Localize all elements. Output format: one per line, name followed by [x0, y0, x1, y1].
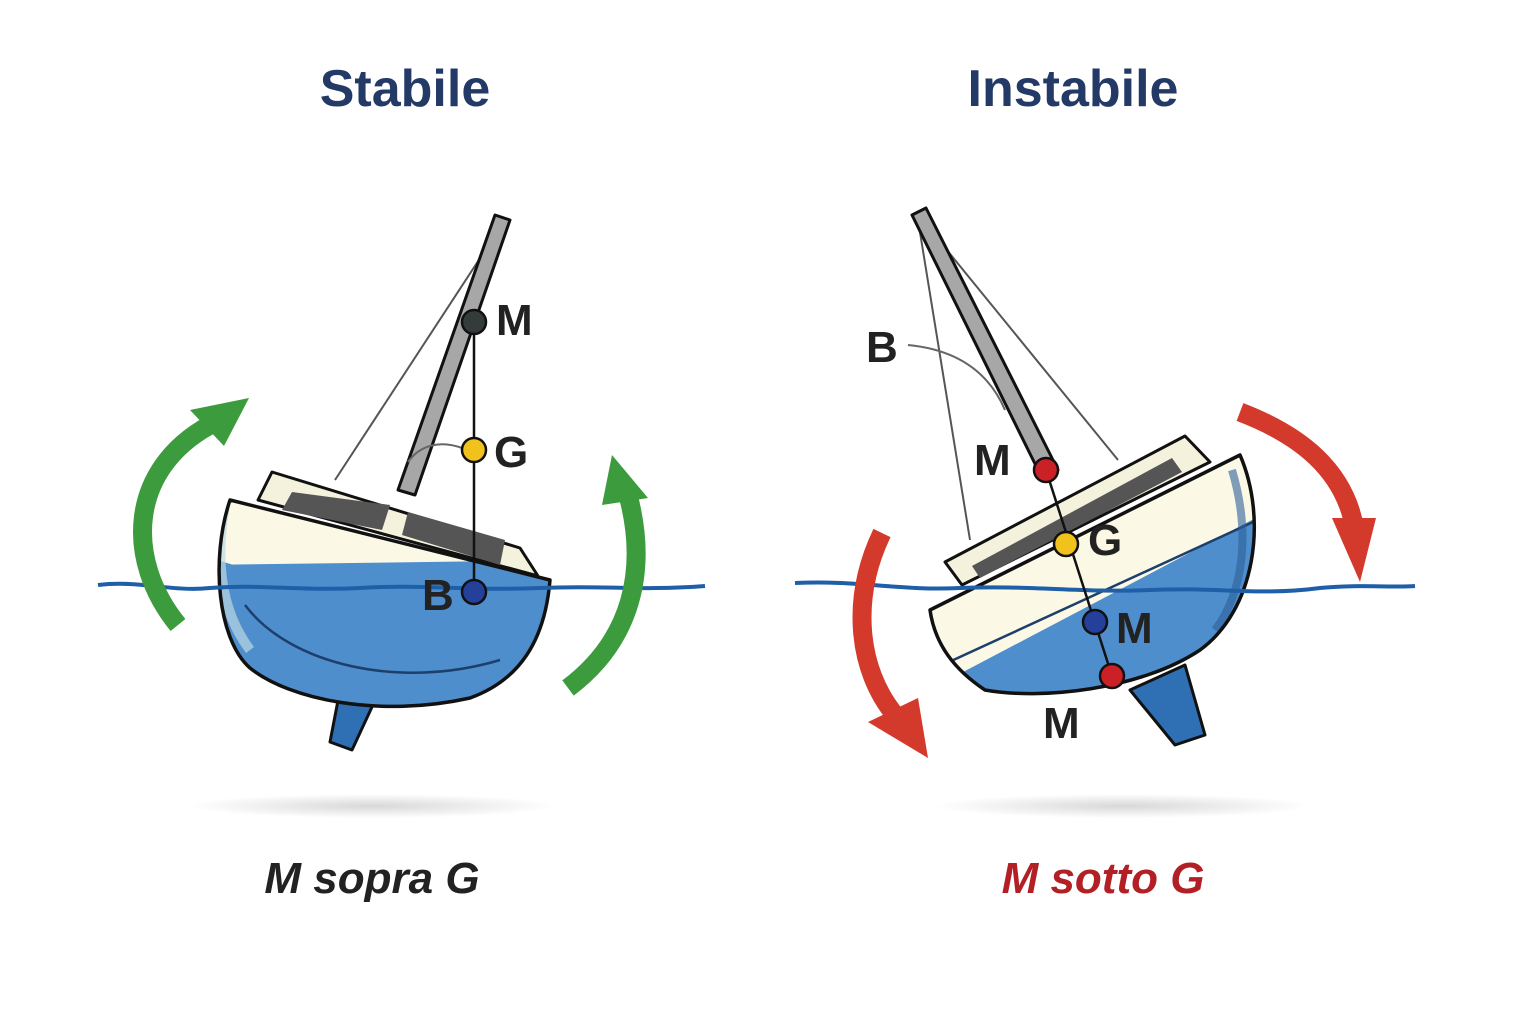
unstable-label-B: B: [866, 323, 898, 372]
stable-point-M: [460, 308, 488, 336]
unstable-point-M-mid: [1081, 608, 1109, 636]
stable-panel: Stabile: [97, 60, 706, 903]
stable-caption: M sopra G: [264, 854, 479, 903]
unstable-capsizing-arrow-left: [852, 528, 928, 758]
stable-title: Stabile: [320, 60, 491, 118]
unstable-waterline: [794, 580, 1416, 594]
unstable-label-M-upper: M: [974, 436, 1011, 485]
stable-point-G: [460, 436, 488, 464]
stable-boat-shadow: [188, 794, 556, 818]
unstable-b-connector: [907, 344, 1006, 411]
unstable-metacentric-line: [1044, 469, 1114, 677]
unstable-rigging-line-1: [917, 219, 971, 541]
stable-waterline: [97, 581, 706, 591]
unstable-cabin: [943, 434, 1212, 587]
stable-righting-arrow-right: [562, 455, 648, 696]
unstable-point-M-lower: [1098, 662, 1126, 690]
stable-label-M: M: [496, 296, 533, 345]
stable-point-B: [460, 578, 488, 606]
unstable-rigging-line-2: [923, 221, 1119, 461]
unstable-keel: [1128, 663, 1207, 747]
stable-mast: [396, 213, 512, 497]
unstable-caption: M sotto G: [1002, 854, 1205, 903]
unstable-point-M-upper: [1032, 456, 1060, 484]
stable-cabin: [256, 470, 540, 578]
stable-label-G: G: [494, 428, 528, 477]
unstable-boat-shadow: [935, 794, 1311, 818]
unstable-label-M-mid: M: [1116, 604, 1153, 653]
unstable-label-M-lower: M: [1043, 699, 1080, 748]
stable-label-B: B: [422, 571, 454, 620]
stable-g-connector: [407, 443, 463, 463]
stable-righting-arrow-left: [133, 398, 249, 631]
unstable-title: Instabile: [968, 60, 1179, 118]
unstable-capsizing-arrow-right: [1236, 403, 1376, 582]
unstable-point-G: [1052, 530, 1080, 558]
unstable-panel: Instabile: [794, 60, 1416, 903]
unstable-label-G: G: [1088, 516, 1122, 565]
